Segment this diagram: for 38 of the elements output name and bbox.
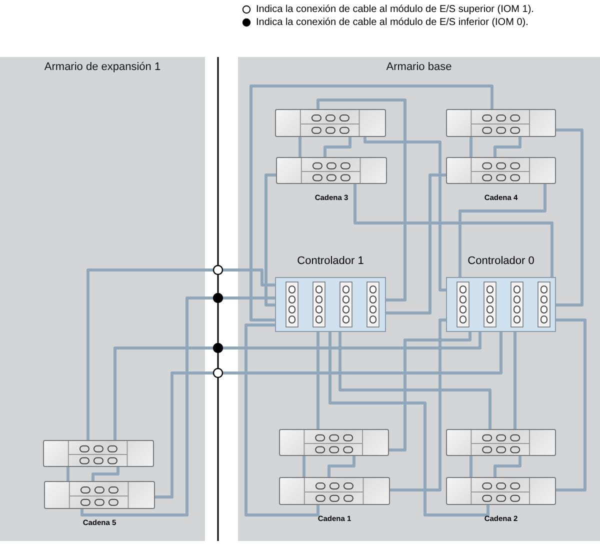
cable — [514, 332, 516, 429]
cable — [470, 137, 472, 157]
cable — [494, 456, 522, 477]
cable — [470, 456, 472, 477]
cable — [302, 456, 306, 477]
cable — [66, 467, 70, 481]
cabinet-panel — [0, 57, 205, 541]
cable — [390, 318, 446, 492]
cabinet-panel — [238, 57, 600, 541]
cable — [556, 318, 586, 492]
cable — [458, 184, 546, 277]
cable — [354, 184, 554, 277]
cabinet-title: Armario de expansión 1 — [43, 61, 162, 73]
cable — [556, 128, 584, 306]
cable — [114, 332, 482, 440]
cable — [389, 332, 472, 452]
cable — [324, 137, 352, 157]
cable — [386, 174, 446, 314]
cable — [338, 332, 492, 429]
controller-title: Controlador 0 — [466, 255, 536, 267]
cable — [328, 456, 356, 477]
cable — [316, 332, 320, 429]
cable — [244, 324, 320, 516]
cable — [328, 332, 490, 516]
cable — [264, 174, 276, 306]
cable — [316, 98, 406, 302]
cabinet-title: Armario base — [385, 61, 453, 73]
cable — [92, 467, 120, 481]
legend-text: Indica la conexión de cable al módulo de E/S superior (IOM 1). — [256, 4, 534, 15]
cable — [250, 84, 494, 322]
controller-title: Controlador 1 — [296, 255, 365, 267]
cable — [86, 268, 275, 440]
cable — [494, 137, 522, 157]
cable — [364, 137, 446, 292]
legend-text: Indica la conexión de cable al módulo de E/S inferior (IOM 0). — [256, 17, 528, 28]
cable — [155, 332, 502, 498]
cable — [298, 137, 302, 157]
cable — [80, 296, 275, 516]
